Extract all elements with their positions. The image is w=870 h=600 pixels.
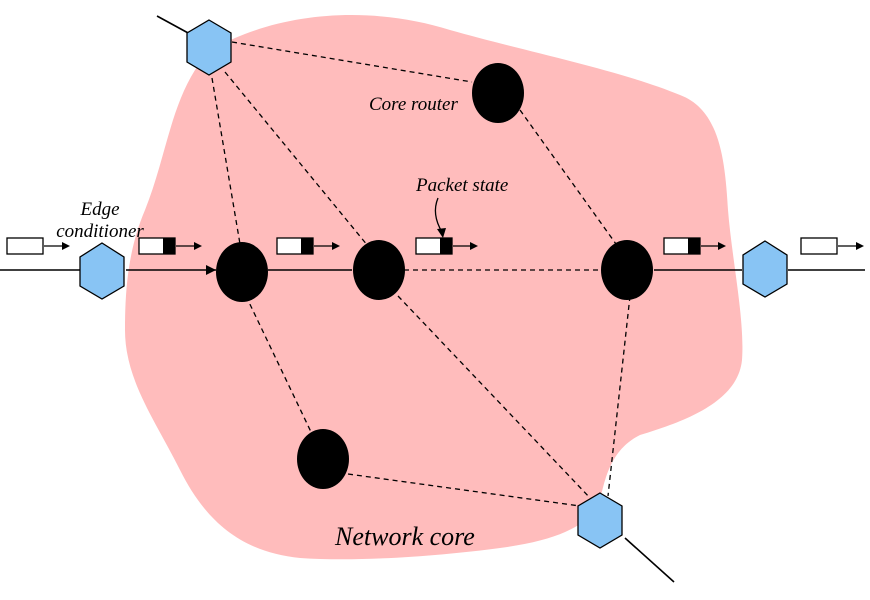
packet-state-arrowhead	[437, 228, 446, 238]
edge-conditioner-node	[79, 242, 125, 300]
core-router-node	[601, 240, 653, 300]
edge-conditioner-node	[742, 240, 788, 298]
packet-with-state	[663, 237, 726, 255]
link-router-core3	[519, 109, 617, 245]
edge-conditioner-node	[577, 492, 623, 549]
edge-conditioner-node	[186, 19, 232, 76]
link-core1-core4	[245, 295, 313, 435]
core-router-node	[216, 242, 268, 302]
link-edgetop-core1	[211, 77, 241, 245]
network-core-region	[125, 15, 743, 560]
link-core2-edgebottom	[397, 295, 593, 501]
edge-conditioner-label-line1: Edge	[79, 199, 119, 220]
core-routers	[216, 63, 653, 489]
core-router-node	[297, 429, 349, 489]
packet-with-state	[276, 237, 340, 255]
packet-state-label: Packet state	[415, 175, 508, 196]
link-edgetop-core2	[224, 71, 369, 247]
data-path	[0, 15, 865, 583]
core-router-label: Core router	[369, 94, 458, 115]
network-core-label: Network core	[334, 522, 475, 551]
core-router-node	[472, 63, 524, 123]
link-edgetop-router	[231, 41, 473, 83]
edge-nodes	[79, 19, 788, 549]
packet-output	[800, 237, 864, 255]
packet-with-state	[415, 237, 478, 255]
packet-with-state	[138, 237, 202, 255]
bottom-edge-external-line	[624, 537, 675, 583]
top-edge-external-line	[156, 15, 191, 35]
link-core4-edgebottom	[347, 473, 581, 507]
dashed-links	[211, 41, 631, 507]
packet-input	[6, 237, 70, 255]
flow-arrowhead	[206, 265, 216, 275]
link-core3-edgebottom	[607, 295, 631, 497]
edge-conditioner-label-line2: conditioner	[56, 221, 144, 242]
core-router-node	[353, 240, 405, 300]
